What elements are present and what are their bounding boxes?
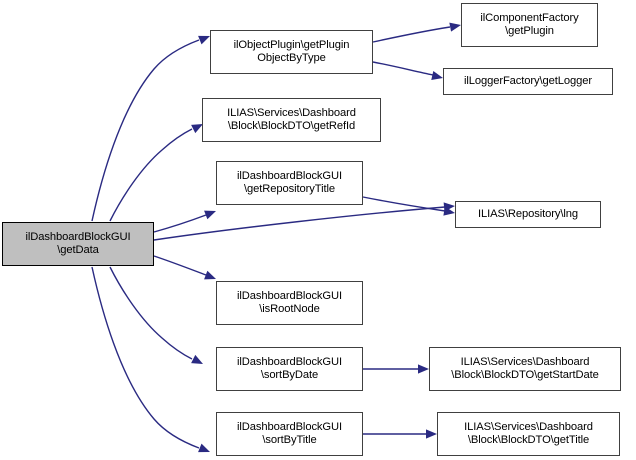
edge-getrepositorytitle-to-lng [362,196,455,216]
arrowhead-icon [418,364,429,374]
edge-getdata-to-getrefid [109,124,203,222]
edge-getdata-to-isrootnode [153,255,216,280]
edge-getpluginobjectbytype-to-getlogger [372,61,443,81]
node-label: ILIAS\Repository\lng [478,207,578,220]
edge-getdata-to-sortbytitle [91,266,210,453]
edge-getdata-to-lng [153,202,455,241]
node-label: ilComponentFactory \getPlugin [480,11,579,38]
node-label: ILIAS\Services\Dashboard \Block\BlockDTO… [464,420,593,447]
node-label: ilDashboardBlockGUI \sortByTitle [236,420,343,447]
node-ilias-repository-lng[interactable]: ILIAS\Repository\lng [455,201,601,228]
arrowhead-icon [198,443,210,453]
node-label: ilObjectPlugin\getPlugin ObjectByType [233,38,350,65]
arrowhead-icon [204,210,216,220]
node-ildashboardblockgui-getdata[interactable]: ilDashboardBlockGUI \getData [2,222,154,266]
edge-getdata-to-getrepositorytitle [153,210,216,233]
edge-getpluginobjectbytype-to-getplugin [372,22,461,43]
node-label: ILIAS\Services\Dashboard \Block\BlockDTO… [451,355,599,382]
arrowhead-icon [443,206,455,216]
node-label: ilDashboardBlockGUI \sortByDate [236,355,343,382]
node-ildashboardblockgui-getrepositorytitle[interactable]: ilDashboardBlockGUI \getRepositoryTitle [216,161,363,205]
node-ildashboardblockgui-sortbydate[interactable]: ilDashboardBlockGUI \sortByDate [216,347,363,391]
node-ilias-services-dashboard-block-blockdto-getrefid[interactable]: ILIAS\Services\Dashboard \Block\BlockDTO… [202,98,381,142]
arrowhead-icon [449,22,461,32]
arrowhead-icon [191,354,203,364]
node-ilcomponentfactory-getplugin[interactable]: ilComponentFactory \getPlugin [461,3,598,47]
node-label: ilDashboardBlockGUI \getRepositoryTitle [236,169,343,196]
node-label: ILIAS\Services\Dashboard \Block\BlockDTO… [227,106,356,133]
edge-getdata-to-getpluginobjectbytype [91,35,210,222]
arrowhead-icon [426,429,437,439]
node-label: ilLoggerFactory\getLogger [463,74,593,87]
node-illoggerfactory-getlogger[interactable]: ilLoggerFactory\getLogger [443,68,613,95]
node-ilias-services-dashboard-block-blockdto-gettitle[interactable]: ILIAS\Services\Dashboard \Block\BlockDTO… [437,412,620,456]
node-ildashboardblockgui-sortbytitle[interactable]: ilDashboardBlockGUI \sortByTitle [216,412,363,456]
node-ilias-services-dashboard-block-blockdto-getstartdate[interactable]: ILIAS\Services\Dashboard \Block\BlockDTO… [429,347,621,391]
arrowhead-icon [443,202,455,212]
node-label: ilDashboardBlockGUI \getData [25,230,131,257]
node-ilobjectplugin-getpluginobjectbytype[interactable]: ilObjectPlugin\getPlugin ObjectByType [210,30,373,74]
node-label: ilDashboardBlockGUI \isRootNode [236,289,343,316]
node-ildashboardblockgui-isrootnode[interactable]: ilDashboardBlockGUI \isRootNode [216,281,363,325]
edge-sortbydate-to-getstartdate [363,364,429,374]
edge-sortbytitle-to-gettitle [363,429,437,439]
edge-getdata-to-sortbydate [109,266,203,364]
